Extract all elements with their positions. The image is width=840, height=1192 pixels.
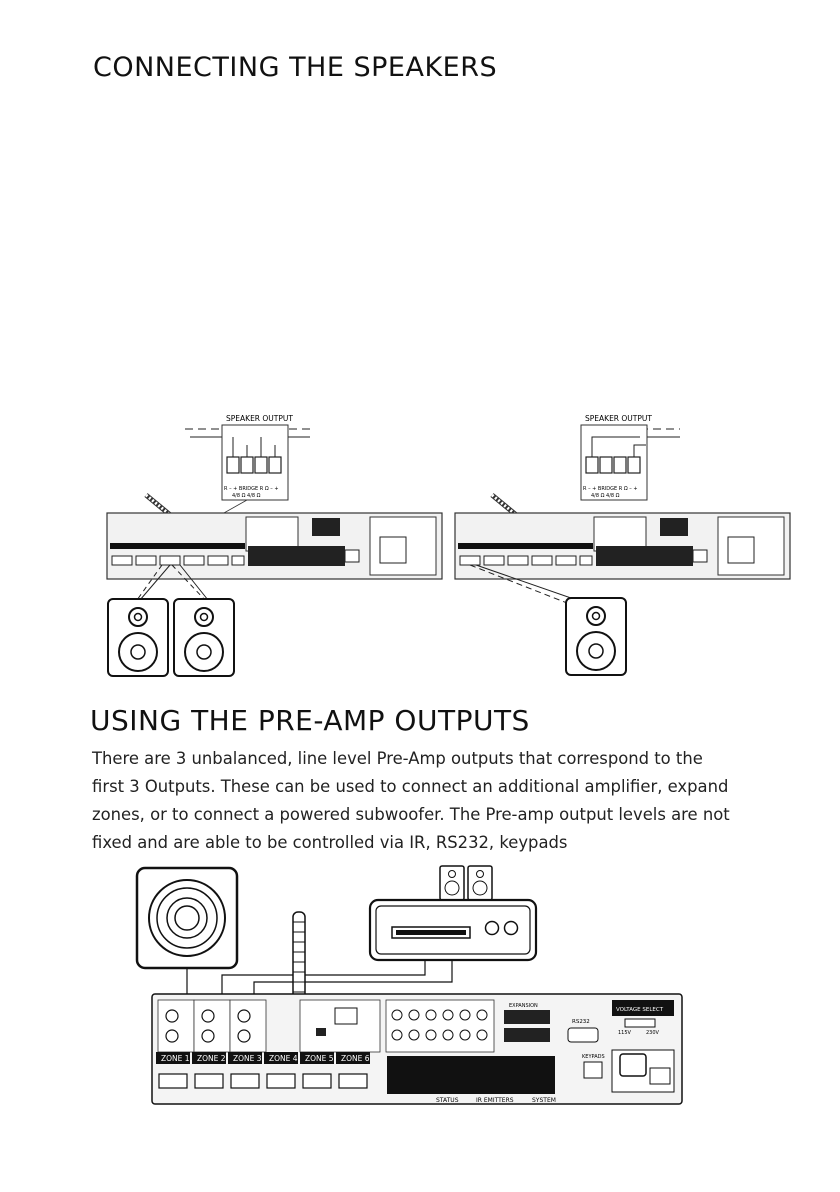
zone-label-4: ZONE 4	[269, 1054, 298, 1063]
keypads-label: KEYPADS	[582, 1054, 605, 1060]
section-title-connecting-speakers: CONNECTING THE SPEAKERS	[93, 52, 498, 83]
paragraph-line: zones, or to connect a powered subwoofer…	[92, 805, 730, 824]
antenna	[292, 911, 306, 1005]
speaker-right-bridged	[565, 597, 627, 676]
terminal-ohms-right: 4/8 Ω 4/8 Ω	[591, 493, 620, 499]
system-label: SYSTEM	[532, 1097, 556, 1104]
speaker-left-a	[107, 598, 169, 677]
speaker-small-a	[439, 865, 465, 901]
terminal-marks-left: R – + BRIDGE R Ω – +	[224, 486, 279, 492]
subwoofer	[135, 866, 239, 970]
section-title-pre-amp-outputs: USING THE PRE-AMP OUTPUTS	[90, 704, 530, 737]
paragraph-line: fixed and are able to be controlled via …	[92, 833, 568, 852]
terminal-label-left: SPEAKER OUTPUT	[226, 414, 293, 423]
terminal-marks-right: R – + BRIDGE R Ω – +	[583, 486, 638, 492]
amplifier-rear-panel: ZONE 1 ZONE 2 ZONE 3 ZONE 4 ZONE 5 ZONE …	[151, 993, 683, 1105]
paragraph-line: There are 3 unbalanced, line level Pre-A…	[92, 749, 703, 768]
voltage-option-115: 115V	[618, 1030, 632, 1036]
speaker-connection-figure: SPEAKER OUTPUT R – + BRIDGE R Ω – + 4/8 …	[106, 414, 791, 677]
speaker-small-b	[467, 865, 493, 901]
amplifier-panel-small-left	[106, 493, 443, 580]
terminal-callout-right: SPEAKER OUTPUT R – + BRIDGE R Ω – + 4/8 …	[580, 414, 680, 501]
rs232-label: RS232	[572, 1019, 590, 1025]
zone-label-5: ZONE 5	[305, 1054, 334, 1063]
amplifier-panel-small-right	[454, 493, 791, 580]
pre-amp-connection-figure: ZONE 1 ZONE 2 ZONE 3 ZONE 4 ZONE 5 ZONE …	[135, 865, 683, 1105]
ir-emitters-label: IR EMITTERS	[476, 1097, 514, 1104]
terminal-ohms-left: 4/8 Ω 4/8 Ω	[232, 493, 261, 499]
voltage-select-label: VOLTAGE SELECT	[616, 1007, 664, 1013]
zone-label-1: ZONE 1	[161, 1054, 190, 1063]
zone-label-2: ZONE 2	[197, 1054, 226, 1063]
pre-amp-paragraph: There are 3 unbalanced, line level Pre-A…	[92, 745, 812, 857]
speaker-left-b	[173, 598, 235, 677]
expansion-label: EXPANSION	[509, 1003, 538, 1009]
terminal-callout-left: SPEAKER OUTPUT R – + BRIDGE R Ω – + 4/8 …	[185, 414, 310, 519]
paragraph-line: first 3 Outputs. These can be used to co…	[92, 777, 729, 796]
zone-label-3: ZONE 3	[233, 1054, 262, 1063]
zone-label-6: ZONE 6	[341, 1054, 370, 1063]
voltage-option-230: 230V	[646, 1030, 660, 1036]
terminal-label-right: SPEAKER OUTPUT	[585, 414, 652, 423]
status-label: STATUS	[436, 1097, 459, 1104]
external-amplifier	[368, 898, 538, 962]
